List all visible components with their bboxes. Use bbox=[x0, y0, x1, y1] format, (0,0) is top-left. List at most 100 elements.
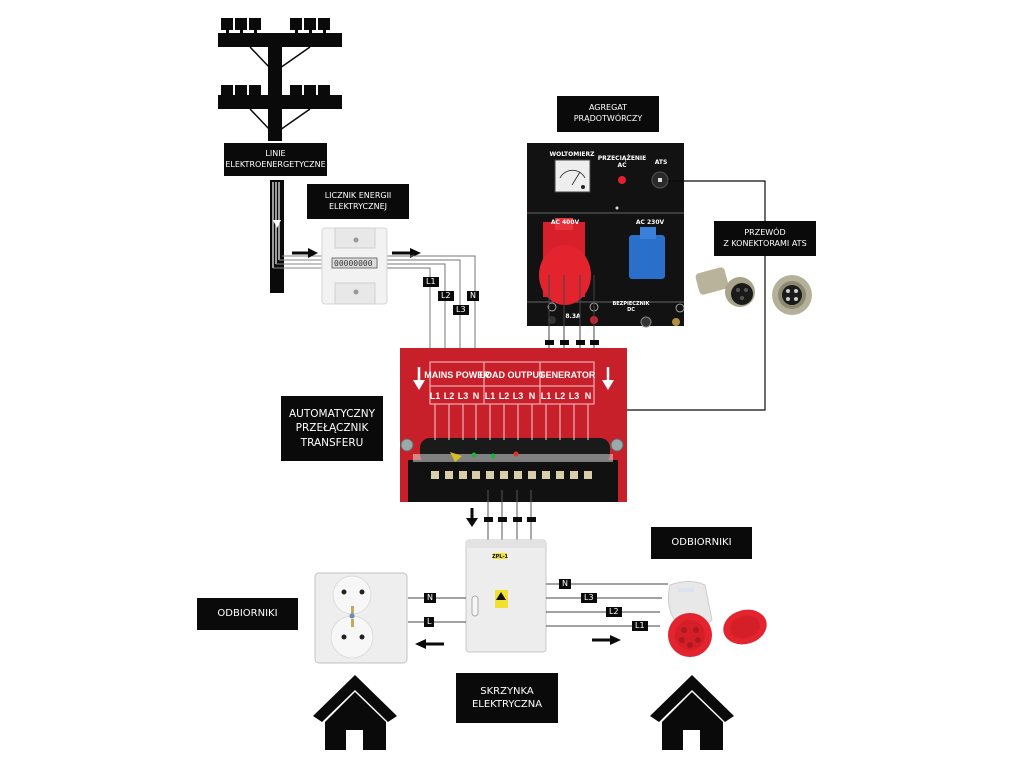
wires-box-to-plug bbox=[546, 583, 668, 627]
wire-tag-l3: L3 bbox=[453, 305, 469, 315]
ats-terminal-label: L1 bbox=[485, 391, 496, 401]
label-line: Z KONEKTORAMI ATS bbox=[723, 238, 807, 248]
svg-text:WOLTOMIERZ: WOLTOMIERZ bbox=[549, 151, 595, 158]
generator-label: AGREGAT PRĄDOTWÓRCZY bbox=[557, 96, 659, 132]
electrical-box-label: SKRZYNKA ELEKTRYCZNA bbox=[456, 673, 558, 723]
ats-connector-male-icon bbox=[772, 275, 812, 315]
generator-panel-labels: WOLTOMIERZ PRZECIĄŻENIE AC ATS AC 400V A… bbox=[549, 151, 667, 320]
wire-tag-l1: L1 bbox=[423, 277, 439, 287]
ats-group-label: GENERATOR bbox=[539, 370, 596, 380]
label-line: AGREGAT bbox=[588, 103, 628, 113]
box-wire-tags bbox=[484, 517, 536, 522]
arrow-left-icon bbox=[415, 639, 444, 649]
ats-terminal-label: L2 bbox=[499, 391, 510, 401]
label-line: LINIE bbox=[265, 148, 286, 158]
outlet-tag-l: L bbox=[424, 617, 435, 627]
ats-group-label: LOAD OUTPUT bbox=[480, 370, 545, 380]
ats-terminal-screw bbox=[431, 471, 439, 479]
label-line: ELEKTROENERGETYCZNE bbox=[225, 159, 326, 169]
plug-tag-n: N bbox=[559, 579, 571, 589]
svg-text:PRZECIĄŻENIE: PRZECIĄŻENIE bbox=[598, 155, 647, 162]
ats-terminal-label: L2 bbox=[555, 391, 566, 401]
ats-terminal-label: L3 bbox=[513, 391, 524, 401]
pole-braces bbox=[249, 46, 311, 131]
ats-connector-female-icon bbox=[695, 267, 755, 307]
ats-terminal-screw bbox=[445, 471, 453, 479]
plug-tag-l1: L1 bbox=[632, 621, 648, 631]
ats-switch-label: AUTOMATYCZNY PRZEŁĄCZNIK TRANSFERU bbox=[281, 396, 383, 461]
wires-meter-to-ats bbox=[385, 255, 476, 355]
ats-terminal-screw bbox=[528, 471, 536, 479]
svg-text:DC: DC bbox=[627, 307, 635, 313]
ats-terminal-screw bbox=[570, 471, 578, 479]
arrow-right-icon bbox=[292, 248, 318, 258]
arrow-down-icon bbox=[466, 508, 478, 527]
main-cable bbox=[270, 180, 284, 293]
ats-down-arrow-right-icon bbox=[602, 367, 614, 390]
ats-terminal-screw bbox=[472, 471, 480, 479]
label-line: PRZEŁĄCZNIK bbox=[295, 422, 369, 435]
ats-terminal-screw bbox=[459, 471, 467, 479]
ats-terminal-label: L1 bbox=[430, 391, 441, 401]
plug-tag-l3: L3 bbox=[581, 593, 597, 603]
svg-text:AC: AC bbox=[617, 162, 627, 169]
ats-terminal-label: N bbox=[529, 391, 536, 401]
generator-wire-tags bbox=[545, 340, 599, 345]
ats-terminal-screw bbox=[556, 471, 564, 479]
cable-down-arrow-icon bbox=[273, 220, 281, 228]
ats-terminal-screw bbox=[500, 471, 508, 479]
svg-text:BEZPIECZNIK: BEZPIECZNIK bbox=[612, 301, 650, 307]
ats-terminal-label: L1 bbox=[541, 391, 552, 401]
label-line: ELEKTRYCZNEJ bbox=[328, 201, 388, 211]
house-right-icon bbox=[650, 675, 734, 750]
house-left-icon bbox=[313, 675, 397, 750]
energy-meter-label: LICZNIK ENERGII ELEKTRYCZNEJ bbox=[307, 184, 409, 219]
consumers-left-label: ODBIORNIKI bbox=[197, 598, 298, 630]
wire-tag-l2: L2 bbox=[438, 291, 454, 301]
label-line: LICZNIK ENERGII bbox=[324, 190, 392, 200]
label-line: PRZEWÓD bbox=[744, 227, 786, 237]
label-line: ODBIORNIKI bbox=[217, 608, 278, 620]
industrial-plug-icon bbox=[667, 581, 767, 657]
energy-meter bbox=[321, 227, 388, 305]
box-badge: ZPL-1 bbox=[492, 554, 509, 560]
ats-terminal-screw bbox=[584, 471, 592, 479]
generator-panel bbox=[527, 143, 685, 328]
plug-tag-l2: L2 bbox=[606, 607, 622, 617]
ats-terminal-screw bbox=[486, 471, 494, 479]
power-pole-icon bbox=[218, 18, 342, 141]
ats-cable-label: PRZEWÓD Z KONEKTORAMI ATS bbox=[714, 221, 816, 256]
ats-down-arrow-left-icon bbox=[413, 367, 425, 390]
arrow-right-icon bbox=[592, 635, 621, 645]
svg-text:AC 230V: AC 230V bbox=[636, 219, 665, 226]
ats-terminal-label: N bbox=[473, 391, 480, 401]
wires-pole-to-meter bbox=[273, 255, 322, 269]
distribution-box bbox=[465, 539, 547, 653]
label-line: ELEKTRYCZNA bbox=[471, 699, 543, 710]
power-lines-label: LINIE ELEKTROENERGETYCZNE bbox=[224, 143, 327, 176]
label-line: PRĄDOTWÓRCZY bbox=[573, 114, 643, 123]
consumers-right-label: ODBIORNIKI bbox=[651, 527, 752, 559]
outlet-tag-n: N bbox=[424, 593, 436, 603]
ats-terminal-label: L2 bbox=[444, 391, 455, 401]
wires-ats-to-box bbox=[487, 490, 532, 542]
wire-tag-n: N bbox=[467, 291, 479, 301]
ats-control-cable bbox=[626, 180, 766, 411]
label-line: AUTOMATYCZNY bbox=[288, 408, 376, 421]
svg-text:8.3A: 8.3A bbox=[565, 313, 581, 320]
wires-box-to-outlet bbox=[408, 597, 466, 623]
label-line: TRANSFERU bbox=[300, 436, 364, 449]
svg-text:AC 400V: AC 400V bbox=[551, 219, 580, 226]
ats-group-label: MAINS POWER bbox=[424, 370, 490, 380]
ats-terminal-label: L3 bbox=[458, 391, 469, 401]
svg-text:ATS: ATS bbox=[655, 159, 668, 166]
ats-terminal-screw bbox=[542, 471, 550, 479]
ats-terminal-label: L3 bbox=[569, 391, 580, 401]
meter-display: 00000000 bbox=[334, 259, 373, 268]
label-line: SKRZYNKA bbox=[480, 685, 534, 697]
ats-terminal-screw bbox=[514, 471, 522, 479]
ats-terminal-label: N bbox=[585, 391, 592, 401]
